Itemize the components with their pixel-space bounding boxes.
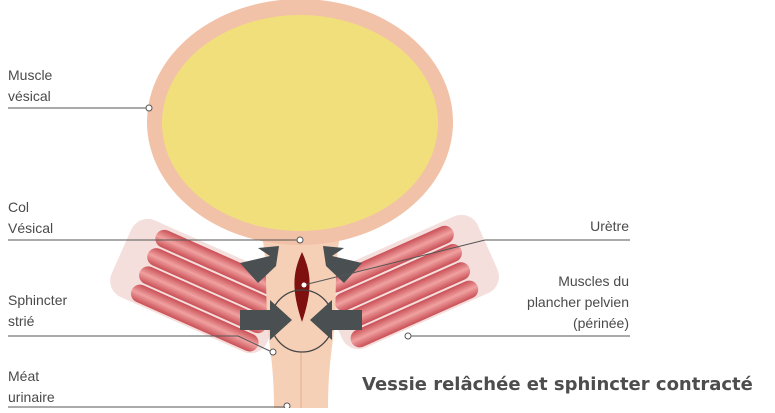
label-line: Méat <box>8 366 55 387</box>
label-line: strié <box>8 311 67 332</box>
label-muscles-plancher: Muscles du plancher pelvien (périnée) <box>527 271 629 334</box>
label-col-vesical: Col Vésical <box>8 197 53 239</box>
label-line: plancher pelvien <box>527 292 629 313</box>
label-line: urinaire <box>8 387 55 408</box>
diagram-caption: Vessie relâchée et sphincter contracté <box>362 374 772 395</box>
label-line: Muscles du <box>527 271 629 292</box>
label-muscle-vesical: Muscle vésical <box>8 65 52 107</box>
label-line: Vésical <box>8 218 53 239</box>
label-line: Sphincter <box>8 290 67 311</box>
label-uretre: Urètre <box>590 216 629 237</box>
bladder <box>147 0 453 245</box>
label-sphincter-strie: Sphincter strié <box>8 290 67 332</box>
label-line: (périnée) <box>527 313 629 334</box>
label-meat-urinaire: Méat urinaire <box>8 366 55 408</box>
label-line: Urètre <box>590 216 629 237</box>
label-line: Col <box>8 197 53 218</box>
label-line: Muscle <box>8 65 52 86</box>
label-line: vésical <box>8 86 52 107</box>
